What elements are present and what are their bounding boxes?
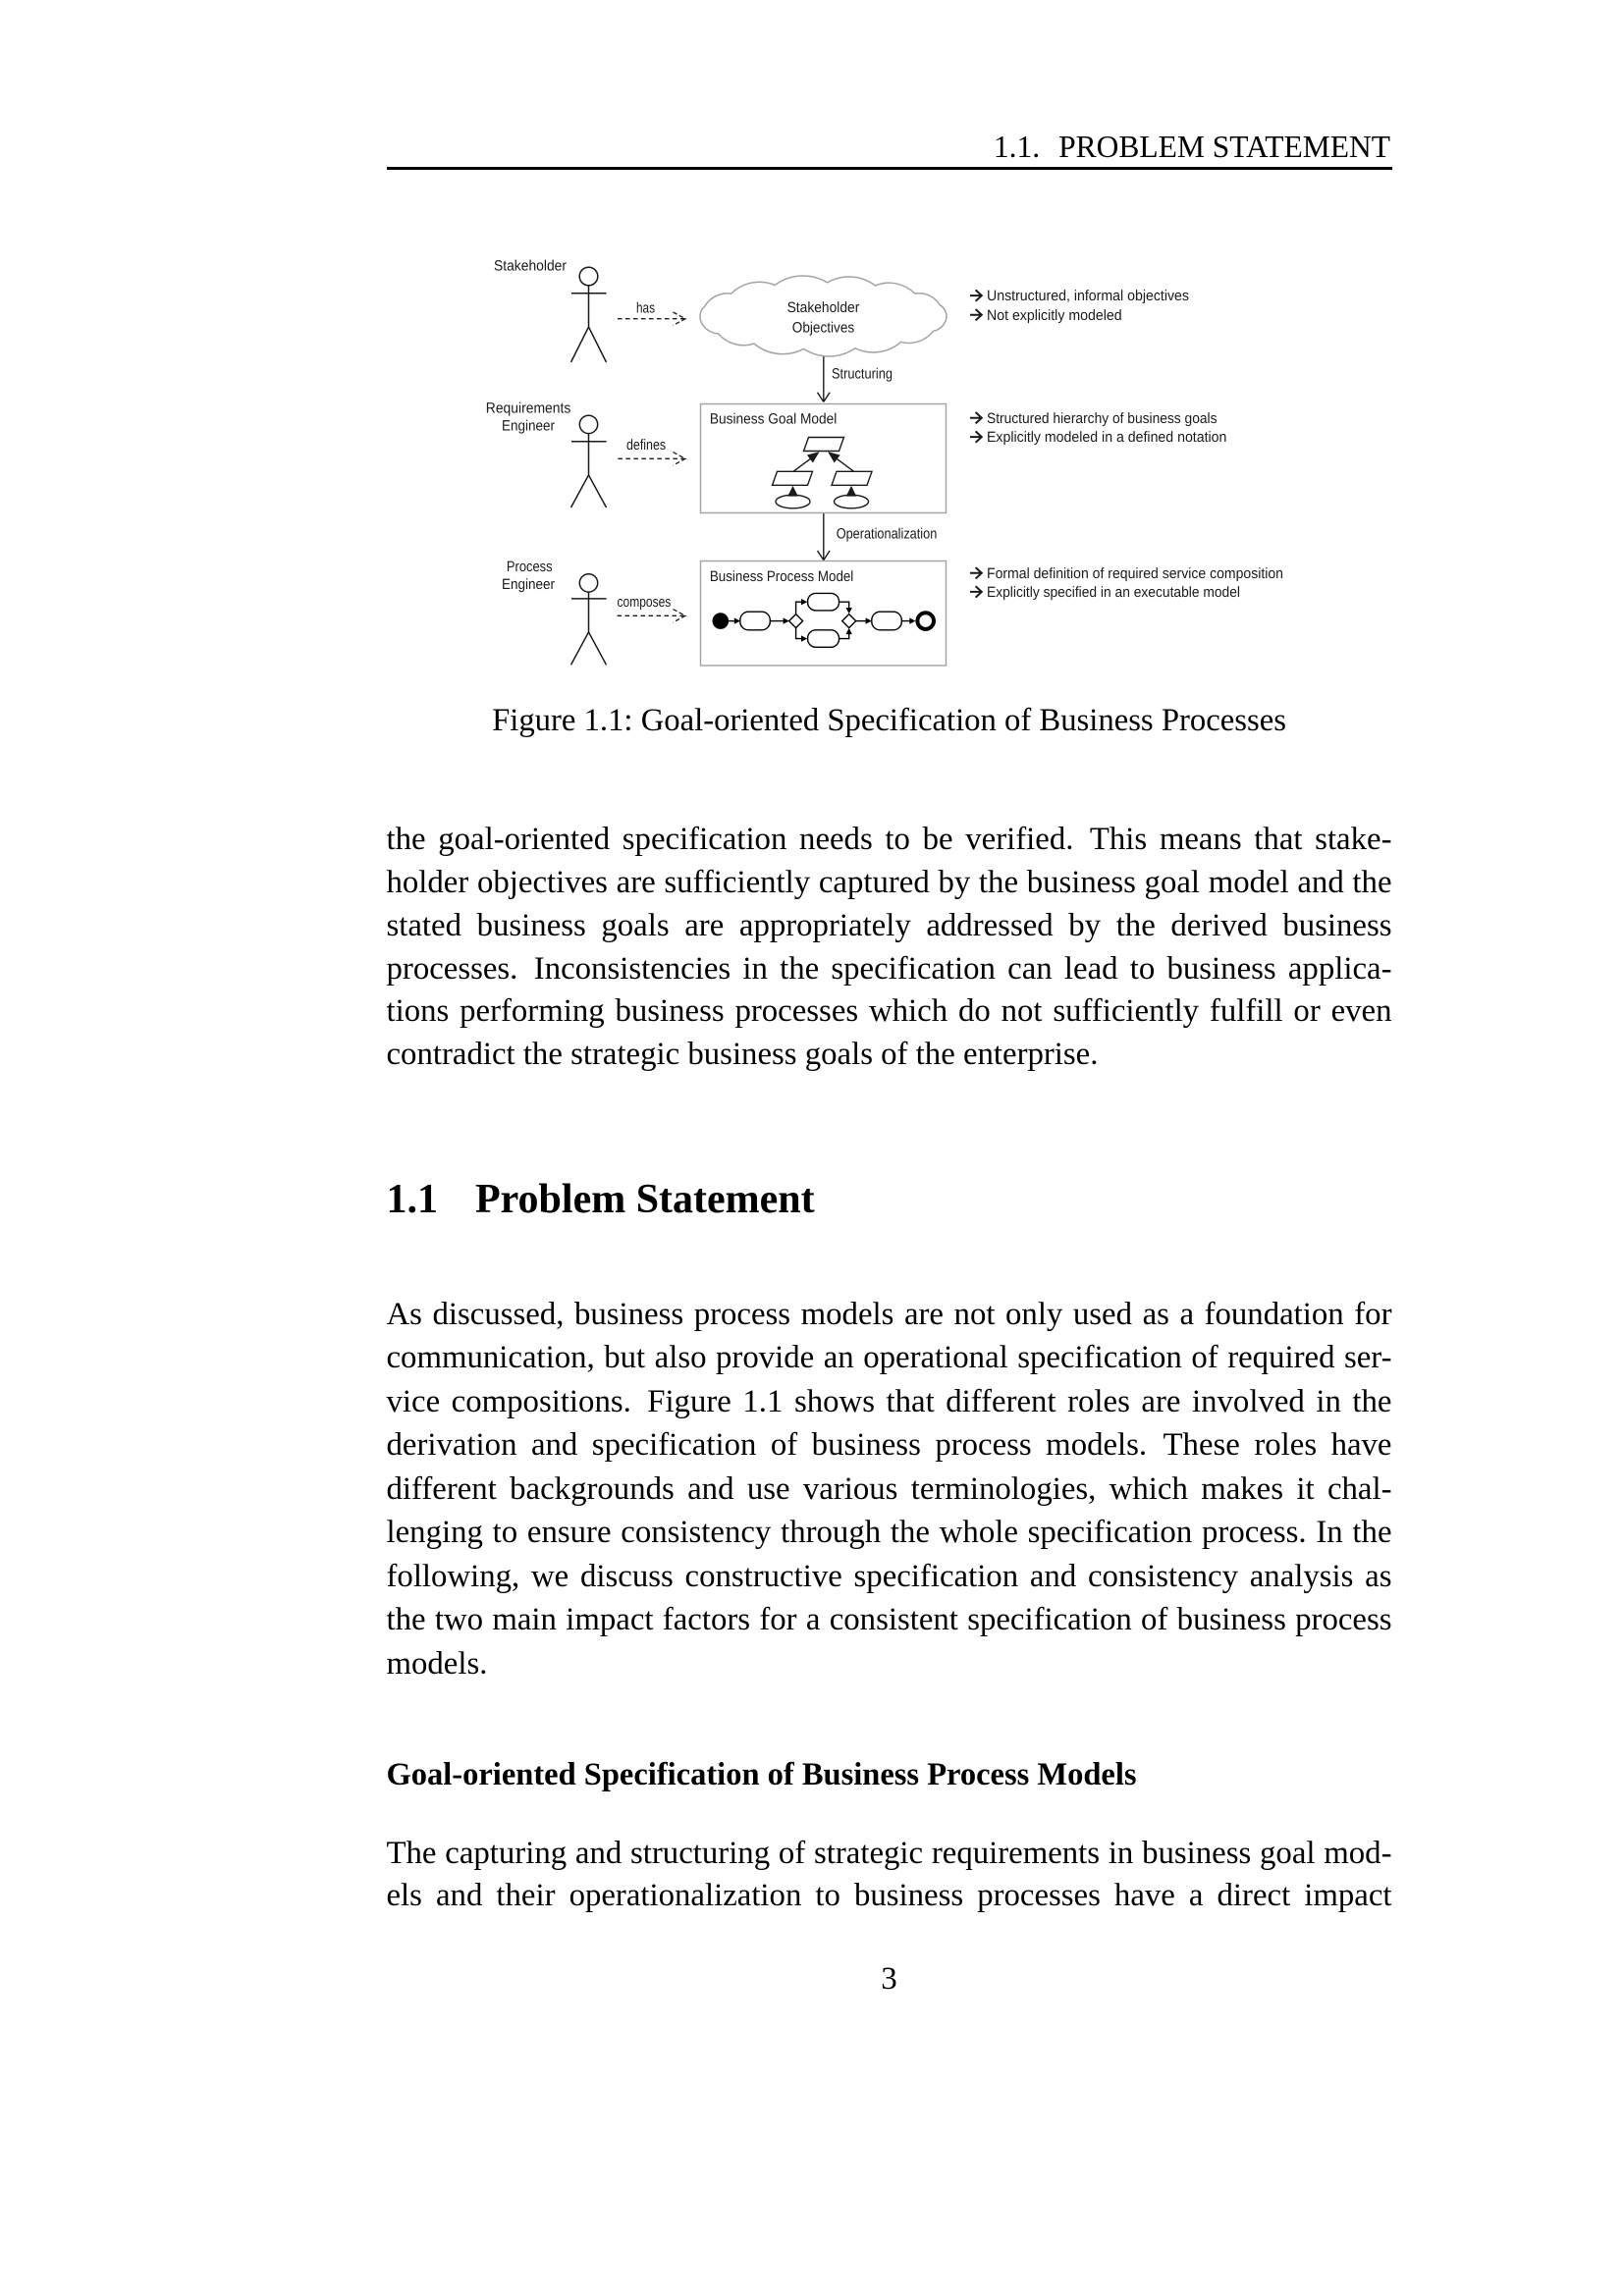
svg-text:Stakeholder: Stakeholder <box>787 299 860 316</box>
svg-text:Business Goal Model: Business Goal Model <box>710 411 837 428</box>
svg-text:Stakeholder: Stakeholder <box>494 258 567 275</box>
svg-text:Not explicitly modeled: Not explicitly modeled <box>987 307 1122 324</box>
svg-text:composes: composes <box>618 594 672 611</box>
svg-text:Operationalization: Operationalization <box>837 526 938 543</box>
svg-text:defines: defines <box>626 437 666 454</box>
svg-text:Structuring: Structuring <box>832 366 893 383</box>
svg-text:Explicitly modeled in a define: Explicitly modeled in a defined notation <box>987 429 1226 446</box>
svg-text:Formal definition of required: Formal definition of required service co… <box>987 565 1283 582</box>
svg-text:Objectives: Objectives <box>792 320 854 337</box>
svg-text:Engineer: Engineer <box>502 418 555 435</box>
svg-text:Requirements: Requirements <box>486 400 571 417</box>
svg-text:Business Process Model: Business Process Model <box>710 568 853 585</box>
svg-text:Explicitly specified in an exe: Explicitly specified in an executable mo… <box>987 584 1240 601</box>
svg-text:Engineer: Engineer <box>502 576 555 593</box>
svg-text:Unstructured, informal objecti: Unstructured, informal objectives <box>987 288 1189 304</box>
svg-text:Process: Process <box>507 559 553 575</box>
svg-text:has: has <box>636 299 655 316</box>
svg-text:Structured hierarchy of busine: Structured hierarchy of business goals <box>987 410 1218 427</box>
